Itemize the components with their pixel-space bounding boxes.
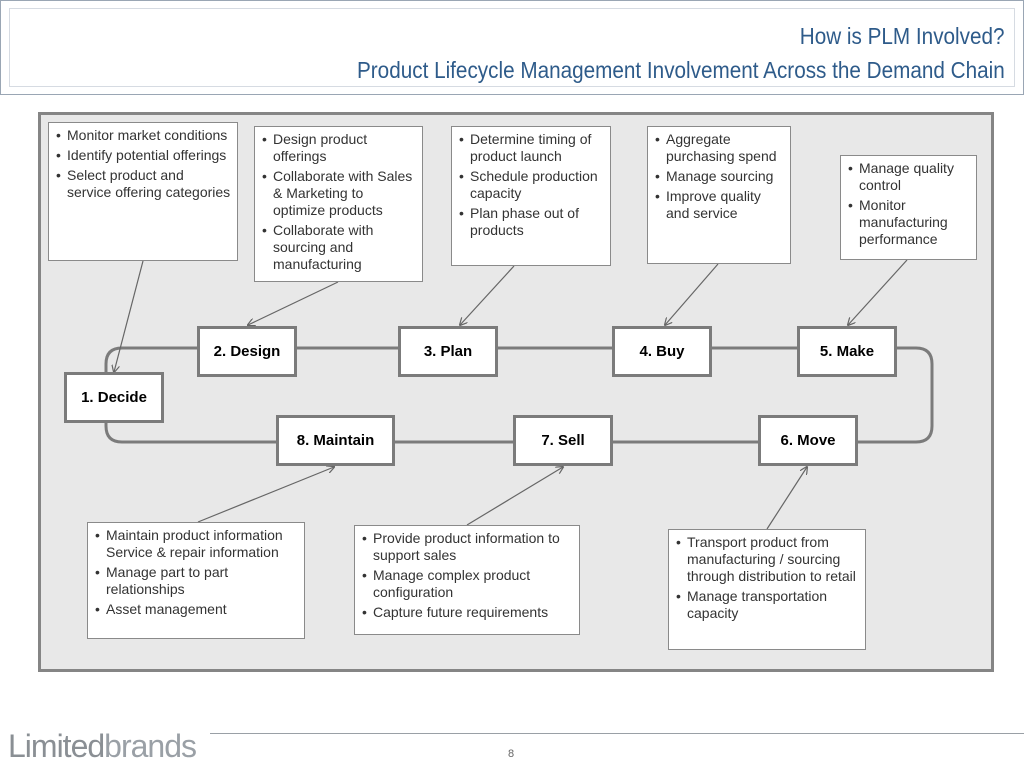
note-design: Design product offerings Collaborate wit… [254, 126, 423, 282]
slide-subtitle: Product Lifecycle Management Involvement… [357, 57, 1005, 83]
note-item: Plan phase out of products [458, 205, 604, 239]
note-item: Collaborate with Sales & Marketing to op… [261, 168, 416, 219]
arrow-decide [114, 260, 144, 372]
arrow-plan [460, 265, 515, 325]
note-item: Manage part to part relationships [94, 564, 298, 598]
note-item: Manage transportation capacity [675, 588, 859, 622]
note-sell: Provide product information to support s… [354, 525, 580, 635]
arrow-buy [665, 263, 719, 325]
logo-part1: Limited [8, 728, 105, 764]
note-item: Monitor manufacturing performance [847, 197, 970, 248]
note-item: Collaborate with sourcing and manufactur… [261, 222, 416, 273]
arrow-sell [466, 467, 563, 526]
footer-divider [210, 733, 1024, 734]
arrow-design [248, 281, 339, 325]
stage-move: 6. Move [758, 415, 858, 466]
note-item: Determine timing of product launch [458, 131, 604, 165]
note-plan: Determine timing of product launch Sched… [451, 126, 611, 266]
stage-maintain: 8. Maintain [276, 415, 395, 466]
note-item: Aggregate purchasing spend [654, 131, 784, 165]
logo-part2: brands [104, 728, 197, 764]
stage-decide: 1. Decide [64, 372, 164, 423]
note-item: Monitor market conditions [55, 127, 231, 144]
note-item: Design product offerings [261, 131, 416, 165]
note-item: Transport product from manufacturing / s… [675, 534, 859, 585]
limited-brands-logo: Limitedbrands [8, 728, 197, 765]
note-move: Transport product from manufacturing / s… [668, 529, 866, 650]
note-item: Capture future requirements [361, 604, 573, 621]
note-item: Manage complex product configuration [361, 567, 573, 601]
note-item: Provide product information to support s… [361, 530, 573, 564]
note-item: Select product and service offering cate… [55, 167, 231, 201]
slide-title: How is PLM Involved? [800, 23, 1005, 49]
note-item: Schedule production capacity [458, 168, 604, 202]
stage-plan: 3. Plan [398, 326, 498, 377]
note-item: Asset management [94, 601, 298, 618]
note-item: Improve quality and service [654, 188, 784, 222]
note-item: Maintain product information Service & r… [94, 527, 298, 561]
note-buy: Aggregate purchasing spend Manage sourci… [647, 126, 791, 264]
stage-design: 2. Design [197, 326, 297, 377]
header-frame [9, 8, 1015, 87]
stage-sell: 7. Sell [513, 415, 613, 466]
note-maintain: Maintain product information Service & r… [87, 522, 305, 639]
arrow-maintain [197, 467, 334, 523]
cycle-loop-top [104, 346, 934, 444]
page-number: 8 [508, 748, 515, 760]
note-decide: Monitor market conditions Identify poten… [48, 122, 238, 261]
arrow-make [848, 259, 908, 325]
slide-header: How is PLM Involved? Product Lifecycle M… [0, 0, 1024, 95]
note-make: Manage quality control Monitor manufactu… [840, 155, 977, 260]
note-item: Identify potential offerings [55, 147, 231, 164]
stage-buy: 4. Buy [612, 326, 712, 377]
stage-make: 5. Make [797, 326, 897, 377]
note-item: Manage quality control [847, 160, 970, 194]
note-item: Manage sourcing [654, 168, 784, 185]
arrow-move [766, 467, 807, 530]
